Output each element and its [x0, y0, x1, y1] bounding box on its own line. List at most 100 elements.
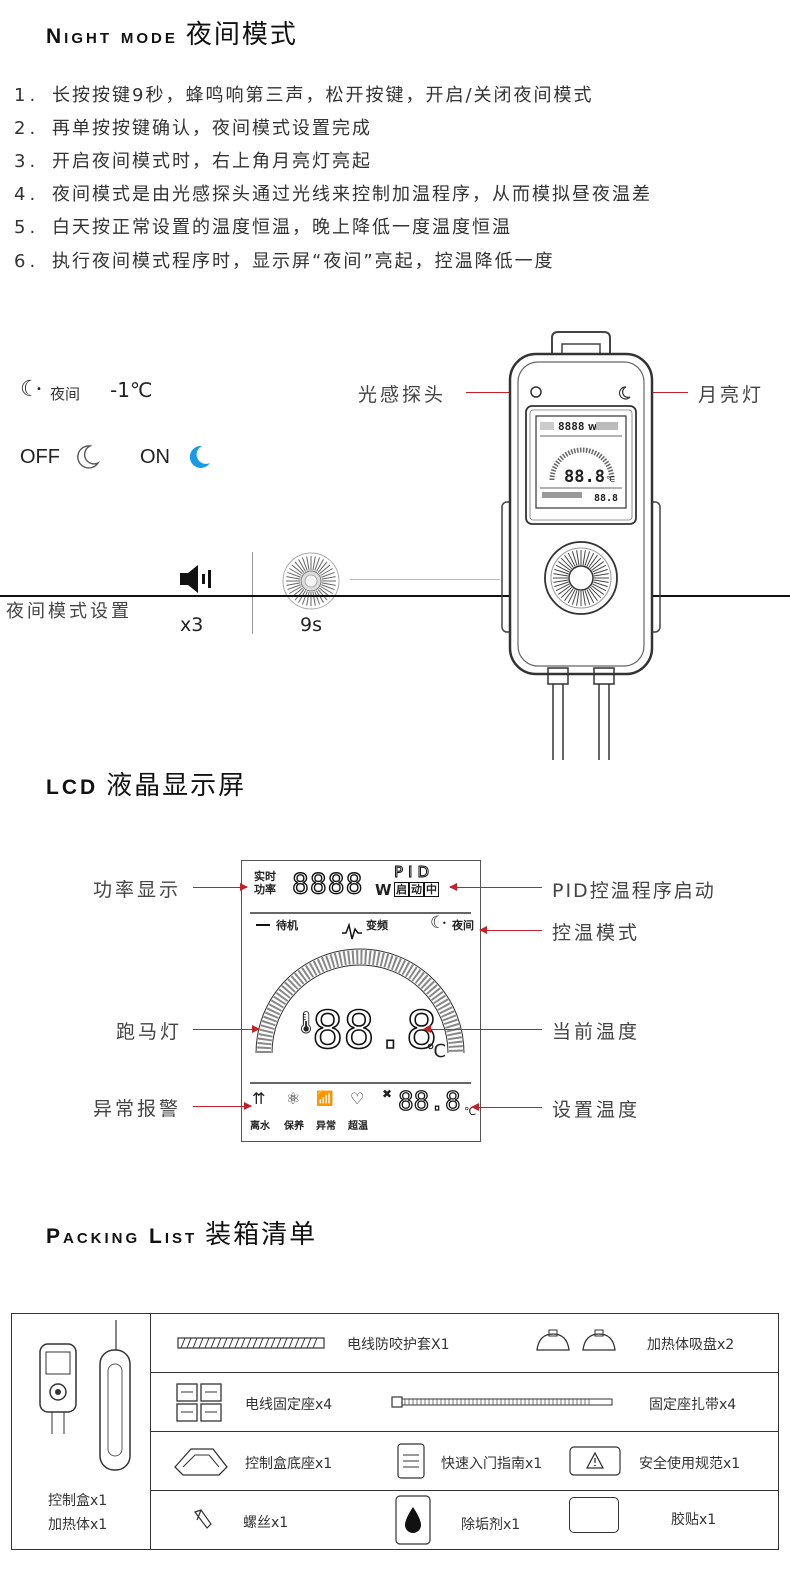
ray [555, 564, 570, 573]
ray [576, 550, 580, 566]
ray [320, 586, 333, 594]
row-3: 控制盒底座x1 快速入门指南x1 安全使用规范x1 [150, 1431, 779, 1491]
ray [589, 557, 602, 570]
cable-sleeve-icon [177, 1337, 325, 1349]
ray [289, 586, 302, 594]
warning-icon [569, 1446, 621, 1476]
step-4: 4.夜间模式是由光感探头通过光线来控制加温程序，从而模拟昼夜温差 [14, 184, 652, 205]
moon-filled-icon [188, 444, 212, 474]
divider [252, 552, 253, 634]
ray [286, 582, 301, 586]
ray [586, 589, 595, 604]
moon-dot-icon: ☾ [20, 377, 40, 402]
arrow-current-temp [423, 1025, 542, 1033]
ray [298, 590, 306, 603]
night-mode-title-cn: 夜间模式 [185, 20, 298, 50]
pid-status-boxes: 启动中 [394, 882, 439, 897]
ray [317, 589, 328, 601]
item-guide: 快速入门指南x1 [441, 1456, 543, 1472]
dot-icon: • [36, 384, 42, 395]
ray [593, 568, 608, 575]
callout-set-temp: 设置温度 [552, 1099, 641, 1121]
icon-label-out-of-water: 离水 [250, 1121, 270, 1132]
night-label: 夜间 [452, 919, 474, 932]
item-screw: 螺丝x1 [243, 1515, 289, 1531]
ray [553, 573, 569, 577]
night-mode-title-en: Night mode [46, 25, 178, 48]
arrow-pid [449, 883, 542, 891]
main-items-cell: 控制盒x1 加热体x1 [11, 1313, 151, 1550]
device-screen-power: 8888 [558, 420, 585, 433]
guide-book-icon [397, 1443, 425, 1479]
set-temp-digits: 88.8 [397, 1086, 461, 1117]
item-suction: 加热体吸盘x2 [647, 1337, 735, 1353]
pid-text: PID [393, 863, 435, 882]
ray [314, 557, 321, 571]
off-label: OFF [20, 446, 60, 468]
ray [589, 586, 602, 599]
beep-count: x3 [180, 614, 204, 636]
ray [320, 568, 333, 576]
current-temp-unit: ℃ [426, 1041, 447, 1062]
packing-table: 控制盒x1 加热体x1 电线防咬护套X1 加热体吸盘x2 [11, 1313, 779, 1550]
power-label: 实时 功率 [254, 870, 276, 896]
callout-alarm: 异常报警 [93, 1098, 182, 1120]
device-screen-w: W [588, 423, 597, 432]
item-sticker: 胶贴x1 [671, 1512, 717, 1528]
item-sleeve: 电线防咬护套X1 [347, 1337, 450, 1353]
ray [555, 583, 570, 592]
item-wire-seat: 电线固定座x4 [245, 1397, 333, 1413]
ray [312, 591, 316, 606]
connector-line [350, 579, 500, 580]
ray [593, 581, 608, 588]
night-setting-label: 夜间模式设置 [6, 601, 132, 622]
variable-label: 变频 [366, 919, 388, 932]
packing-title-en: Packing List [46, 1225, 198, 1248]
ray [321, 582, 336, 586]
ray [321, 584, 335, 591]
ray [571, 590, 578, 605]
icon-label-overheat: 超温 [348, 1121, 368, 1132]
arrow-alarm [193, 1102, 252, 1110]
packing-title: Packing List 装箱清单 [46, 1214, 317, 1251]
ray [306, 556, 310, 571]
main-item-heater: 加热体x1 [48, 1517, 108, 1533]
ray [588, 555, 598, 568]
current-temp-digits: 88.8 [311, 1000, 438, 1062]
item-tie: 固定座扎带x4 [649, 1397, 737, 1413]
ray [567, 589, 576, 604]
row-4: 螺丝x1 除垢剂x1 胶贴x1 [150, 1490, 779, 1550]
ray [554, 568, 569, 575]
ray [564, 588, 574, 601]
packing-title-cn: 装箱清单 [205, 1220, 318, 1250]
step-3: 3.开启夜间模式时，右上角月亮灯亮起 [14, 151, 372, 172]
ray [553, 579, 569, 583]
ray [560, 557, 573, 570]
fan-icon: ✖ [382, 1087, 393, 1101]
power-unit: W [375, 881, 392, 899]
out-of-water-icon: ⇈ [252, 1089, 266, 1108]
controller-device-illustration: 8888 W 88.8 ℃ 88.8 [496, 330, 666, 764]
ray [592, 564, 607, 573]
ray [560, 586, 573, 599]
power-digits: 8888 [291, 866, 364, 900]
callout-mode: 控温模式 [552, 922, 641, 944]
device-screen-set: 88.8 [594, 493, 618, 504]
thermometer-icon: 🌡 [292, 1011, 320, 1036]
arrow-mode [479, 926, 542, 934]
row-1: 电线防咬护套X1 加热体吸盘x2 [150, 1313, 779, 1373]
step-1: 1.长按按键9秒，蜂鸣响第三声，松开按键，开启/关闭夜间模式 [14, 85, 594, 106]
ray [298, 559, 306, 572]
ray [319, 564, 331, 575]
ray [321, 571, 335, 578]
ray [582, 590, 586, 606]
speaker-icon [178, 562, 216, 600]
ray [289, 568, 302, 576]
horizontal-rule [0, 595, 790, 597]
standby-label: 待机 [276, 919, 298, 932]
night-indicator-label: 夜间 [50, 385, 81, 403]
ray [312, 556, 316, 571]
lcd-title-en: LCD [46, 776, 99, 799]
ray [554, 581, 569, 588]
